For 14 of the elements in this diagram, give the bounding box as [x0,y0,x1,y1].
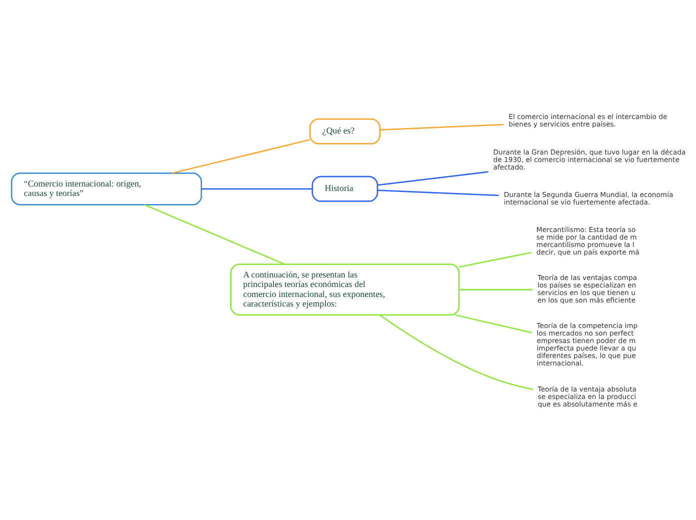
node-box: A continuación, se presentan las principales teorías económicas del comercio internacional, sus exponentes, características y ejemplos: [230,264,460,316]
connector [459,288,532,290]
connector [455,314,532,334]
connector [144,204,285,265]
connector [377,190,499,196]
connector [202,188,312,190]
connector [459,252,532,268]
connector [172,139,310,174]
connector [377,171,488,186]
node-box: Historia [312,176,378,202]
connector [380,314,533,390]
node-box: ¿Qué es? [309,118,381,144]
node-box: “Comercio internacional: origen, causas y teorías” [10,172,202,206]
connector [380,124,504,131]
